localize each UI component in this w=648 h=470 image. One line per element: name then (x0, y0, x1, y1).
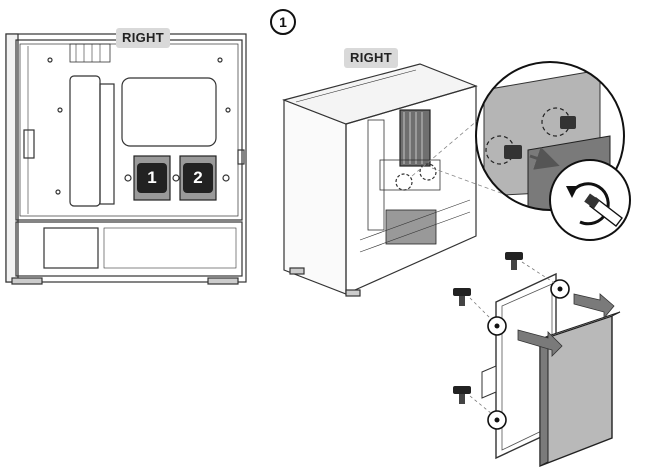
screwdriver-circle (549, 159, 631, 241)
view-label-side: RIGHT (116, 28, 170, 48)
step-number-badge: 1 (270, 9, 296, 35)
view-label-isometric: RIGHT (344, 48, 398, 68)
push-arrow-icon (517, 329, 563, 357)
bay-number-1: 1 (137, 163, 167, 193)
screwdriver-icon (584, 193, 623, 227)
bay-number-2: 2 (183, 163, 213, 193)
rotate-counterclockwise-icon (566, 182, 610, 226)
push-arrow-icon (573, 293, 615, 320)
screw-icon (453, 288, 471, 306)
screw-icon (505, 252, 523, 270)
case-isometric-view (282, 63, 478, 297)
drive-bracket-assembly (453, 252, 621, 468)
screw-icon (453, 386, 471, 404)
